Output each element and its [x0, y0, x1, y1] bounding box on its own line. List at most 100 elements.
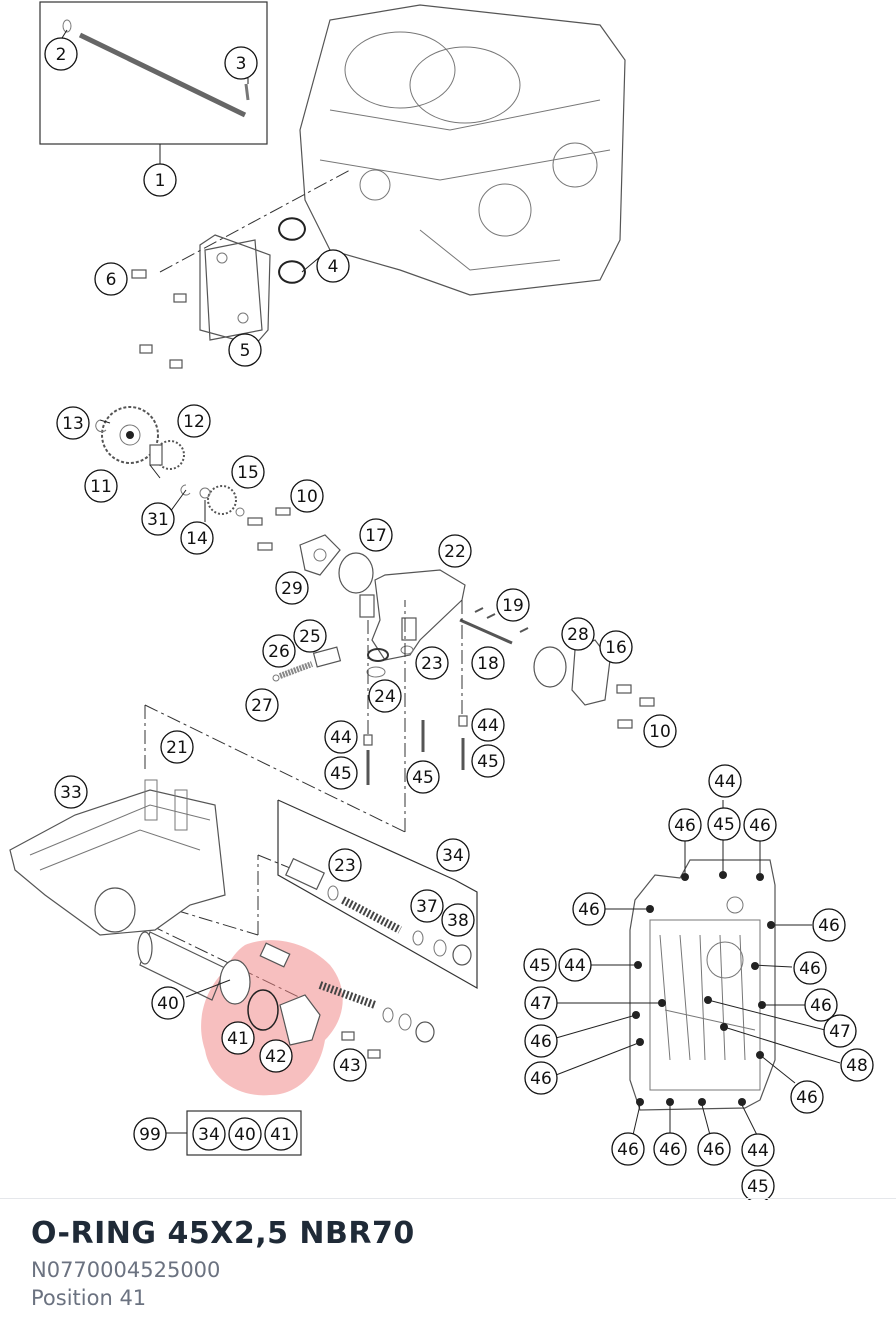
callout-44[interactable]: 44: [558, 948, 592, 982]
callout-45[interactable]: 45: [324, 756, 358, 790]
callout-label: 46: [810, 996, 832, 1016]
callout-11[interactable]: 11: [84, 469, 118, 503]
callout-circle: [141, 502, 175, 536]
callout-38[interactable]: 38: [441, 903, 475, 937]
callout-label: 15: [237, 463, 259, 483]
callout-circle: [524, 1061, 558, 1095]
callout-99[interactable]: 99: [133, 1117, 167, 1151]
callout-46[interactable]: 46: [790, 1080, 824, 1114]
callout-circle: [790, 1080, 824, 1114]
callout-label: 27: [251, 696, 273, 716]
callout-46[interactable]: 46: [668, 808, 702, 842]
callout-23[interactable]: 23: [328, 848, 362, 882]
callout-circle: [264, 1117, 298, 1151]
callout-circle: [293, 619, 327, 653]
callout-circle: [368, 679, 402, 713]
callout-6[interactable]: 6: [94, 262, 128, 296]
callout-29[interactable]: 29: [275, 571, 309, 605]
callout-44[interactable]: 44: [741, 1133, 775, 1167]
filter-part-leaders: [185, 979, 231, 998]
callout-10[interactable]: 10: [290, 479, 324, 513]
callout-44[interactable]: 44: [471, 708, 505, 742]
callout-label: 34: [198, 1125, 220, 1145]
callout-45[interactable]: 45: [707, 807, 741, 841]
callout-46[interactable]: 46: [611, 1132, 645, 1166]
callout-46[interactable]: 46: [743, 808, 777, 842]
callout-label: 3: [236, 54, 247, 74]
callout-34[interactable]: 34: [192, 1117, 226, 1151]
callout-circle: [245, 688, 279, 722]
callout-44[interactable]: 44: [324, 720, 358, 754]
callout-label: 46: [796, 1088, 818, 1108]
callout-10[interactable]: 10: [643, 714, 677, 748]
callout-37[interactable]: 37: [410, 889, 444, 923]
callout-34[interactable]: 34: [436, 838, 470, 872]
callout-45[interactable]: 45: [523, 948, 557, 982]
callout-label: 11: [90, 477, 112, 497]
callout-circle: [192, 1117, 226, 1151]
callout-33[interactable]: 33: [54, 775, 88, 809]
callout-42[interactable]: 42: [259, 1039, 293, 1073]
callout-17[interactable]: 17: [359, 518, 393, 552]
callout-circle: [599, 630, 633, 664]
callout-31[interactable]: 31: [141, 502, 175, 536]
callout-label: 46: [578, 900, 600, 920]
callout-24[interactable]: 24: [368, 679, 402, 713]
callout-13[interactable]: 13: [56, 406, 90, 440]
callout-15[interactable]: 15: [231, 455, 265, 489]
callout-46[interactable]: 46: [572, 892, 606, 926]
callout-16[interactable]: 16: [599, 630, 633, 664]
callout-48[interactable]: 48: [840, 1048, 874, 1082]
callout-40[interactable]: 40: [151, 986, 185, 1020]
callout-25[interactable]: 25: [293, 619, 327, 653]
callout-label: 6: [106, 270, 117, 290]
callout-44[interactable]: 44: [708, 764, 742, 798]
callout-1[interactable]: 1: [143, 163, 177, 197]
callout-circle: [741, 1169, 775, 1200]
callout-label: 25: [299, 627, 321, 647]
callout-label: 46: [703, 1140, 725, 1160]
callout-22[interactable]: 22: [438, 534, 472, 568]
callout-46[interactable]: 46: [524, 1061, 558, 1095]
callout-26[interactable]: 26: [262, 634, 296, 668]
callout-47[interactable]: 47: [524, 986, 558, 1020]
callout-47[interactable]: 47: [823, 1014, 857, 1048]
callout-circle: [328, 848, 362, 882]
callout-46[interactable]: 46: [793, 951, 827, 985]
callout-12[interactable]: 12: [177, 404, 211, 438]
callout-21[interactable]: 21: [160, 730, 194, 764]
callout-41[interactable]: 41: [221, 1021, 255, 1055]
callout-14[interactable]: 14: [180, 521, 214, 555]
callout-45[interactable]: 45: [471, 744, 505, 778]
callout-5[interactable]: 5: [228, 333, 262, 367]
callout-label: 42: [265, 1047, 287, 1067]
callout-label: 24: [374, 687, 396, 707]
part-position: Position 41: [31, 1286, 147, 1310]
callout-label: 26: [268, 642, 290, 662]
callout-circle: [840, 1048, 874, 1082]
callout-2[interactable]: 2: [44, 37, 78, 71]
callout-27[interactable]: 27: [245, 688, 279, 722]
callout-46[interactable]: 46: [804, 988, 838, 1022]
callout-4[interactable]: 4: [316, 249, 350, 283]
callout-19[interactable]: 19: [496, 588, 530, 622]
callout-45[interactable]: 45: [741, 1169, 775, 1200]
callout-circle: [653, 1132, 687, 1166]
callout-41[interactable]: 41: [264, 1117, 298, 1151]
callout-46[interactable]: 46: [524, 1024, 558, 1058]
callout-28[interactable]: 28: [561, 617, 595, 651]
callout-40[interactable]: 40: [228, 1117, 262, 1151]
callout-circle: [415, 646, 449, 680]
callout-circle: [224, 46, 258, 80]
callout-circle: [668, 808, 702, 842]
callout-circle: [228, 333, 262, 367]
callout-43[interactable]: 43: [333, 1048, 367, 1082]
callout-46[interactable]: 46: [812, 908, 846, 942]
callout-18[interactable]: 18: [471, 646, 505, 680]
callout-3[interactable]: 3: [224, 46, 258, 80]
callout-label: 16: [605, 638, 627, 658]
callout-46[interactable]: 46: [653, 1132, 687, 1166]
callout-46[interactable]: 46: [697, 1132, 731, 1166]
callout-45[interactable]: 45: [406, 760, 440, 794]
callout-23[interactable]: 23: [415, 646, 449, 680]
